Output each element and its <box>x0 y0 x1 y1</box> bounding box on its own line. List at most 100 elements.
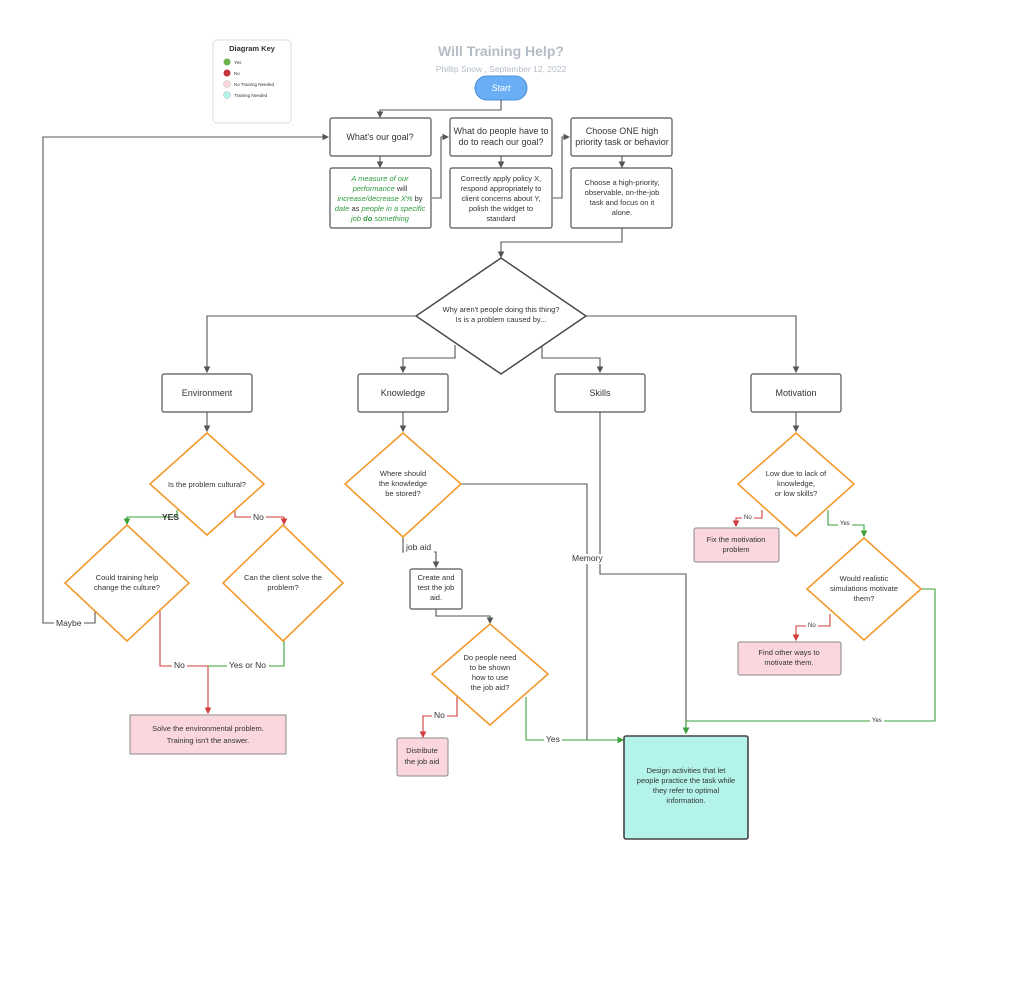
key-yes-label: Yes <box>234 60 242 65</box>
goal-box-text: What's our goal? <box>346 132 413 142</box>
main-question-line-2: Is is a problem caused by... <box>456 315 547 324</box>
design-line-2: people practice the task while <box>637 776 735 785</box>
goal-detail-performance: performance <box>352 184 395 193</box>
environment-label: Environment <box>182 388 233 398</box>
diagram-key: Diagram Key Yes No No Training Needed Tr… <box>212 39 292 124</box>
task-detail-line-2: observable, on-the-job <box>585 188 660 197</box>
culture-training-diamond: Could training help change the culture? <box>63 523 191 643</box>
low-motivation-diamond: Low due to lack of knowledge, or low ski… <box>736 431 856 538</box>
goal-detail-date: date <box>335 204 350 213</box>
key-no-label: No <box>234 71 240 76</box>
motivation-no2-label: No <box>808 623 816 629</box>
svg-text:job do something: job do something <box>350 214 410 223</box>
main-question-line-1: Why aren't people doing this thing? <box>443 305 560 314</box>
people-detail-line-2: respond appropriately to <box>461 184 542 193</box>
people-box-line-2: do to reach our goal? <box>458 137 543 147</box>
knowledge-memory-label: Memory <box>572 553 603 563</box>
other-line-1: Find other ways to <box>758 648 819 657</box>
other-line-2: motivate them. <box>764 658 813 667</box>
shown-job-aid-diamond: Do people need to be shown how to use th… <box>430 622 550 727</box>
key-yes-swatch <box>223 58 231 66</box>
fix-motivation-outcome: Fix the motivation problem <box>693 527 780 563</box>
cultural-question-text: Is the problem cultural? <box>168 480 246 489</box>
task-detail-line-1: Choose a high-priority, <box>585 178 660 187</box>
goal-detail-as: as <box>349 204 361 213</box>
knowledge-store-diamond: Where should the knowledge be stored? <box>343 431 463 539</box>
culture-training-line-1: Could training help <box>96 573 159 582</box>
create-line-1: Create and <box>417 573 454 582</box>
motivation-yes2-label: Yes <box>872 718 882 724</box>
knowledge-no-label: No <box>434 710 445 720</box>
create-job-aid-step: Create and test the job aid. <box>409 568 463 610</box>
task-detail-line-4: alone. <box>612 208 632 217</box>
design-activities-outcome: Design activities that let people practi… <box>623 735 749 840</box>
goal-detail-increase: increase/decrease X% <box>337 194 412 203</box>
motivation-yes-label: Yes <box>840 521 850 527</box>
shown-line-1: Do people need <box>464 653 517 662</box>
knowledge-store-line-3: be stored? <box>385 489 420 498</box>
people-step: What do people have to do to reach our g… <box>449 117 553 157</box>
key-no-training-swatch <box>223 80 231 88</box>
connector-labels: YES No No Yes or No Maybe job aid Memory… <box>54 512 884 744</box>
svg-text:increase/decrease X% by: increase/decrease X% by <box>337 194 422 203</box>
task-step: Choose ONE high priority task or behavio… <box>570 117 673 157</box>
design-line-3: they refer to optimal <box>653 786 720 795</box>
people-detail-line-1: Correctly apply policy X, <box>461 174 541 183</box>
knowledge-store-line-1: Where should <box>380 469 426 478</box>
motivation-category: Motivation <box>750 373 842 413</box>
motivation-no-label: No <box>744 515 752 521</box>
design-line-1: Design activities that let <box>647 766 727 775</box>
client-solve-line-1: Can the client solve the <box>244 573 322 582</box>
create-line-3: aid. <box>430 593 442 602</box>
other-motivation-outcome: Find other ways to motivate them. <box>737 641 842 676</box>
connectors <box>42 100 936 744</box>
task-detail-line-3: task and focus on it <box>590 198 656 207</box>
fix-line-2: problem <box>722 545 749 554</box>
motivation-label: Motivation <box>775 388 816 398</box>
key-title: Diagram Key <box>229 44 276 53</box>
people-detail-line-5: standard <box>486 214 515 223</box>
goal-step: What's our goal? <box>329 117 432 157</box>
people-detail-step: Correctly apply policy X, respond approp… <box>449 167 553 229</box>
simulations-line-3: them? <box>854 594 875 603</box>
shown-line-4: the job aid? <box>471 683 510 692</box>
skills-category: Skills <box>554 373 646 413</box>
env-no2-label: No <box>174 660 185 670</box>
svg-text:performance will: performance will <box>352 184 408 193</box>
goal-detail-line-1: A measure of our <box>350 174 409 183</box>
knowledge-label: Knowledge <box>381 388 426 398</box>
skills-label: Skills <box>589 388 611 398</box>
low-motivation-line-1: Low due to lack of <box>766 469 827 478</box>
knowledge-category: Knowledge <box>357 373 449 413</box>
client-solve-line-2: problem? <box>267 583 298 592</box>
culture-training-line-2: change the culture? <box>94 583 160 592</box>
goal-detail-job: job <box>350 214 363 223</box>
goal-detail-will: will <box>395 184 408 193</box>
low-motivation-line-2: knowledge, <box>777 479 815 488</box>
key-no-swatch <box>223 69 231 77</box>
env-yes-label: YES <box>162 512 179 522</box>
goal-detail-something: something <box>372 214 410 223</box>
env-yes-or-no-label: Yes or No <box>229 660 266 670</box>
people-box-line-1: What do people have to <box>453 126 548 136</box>
people-detail-line-3: client concerns about Y, <box>462 194 541 203</box>
env-maybe-label: Maybe <box>56 618 82 628</box>
page-subtitle: Phillip Snow , September 12, 2022 <box>436 64 567 74</box>
fix-line-1: Fix the motivation <box>707 535 766 544</box>
goal-detail-people: people in a specific <box>360 204 425 213</box>
simulations-diamond: Would realistic simulations motivate the… <box>805 536 923 642</box>
goal-detail-do: do <box>363 214 373 223</box>
distribute-job-aid-outcome: Distribute the job aid <box>396 737 449 777</box>
knowledge-job-aid-label: job aid <box>405 542 431 552</box>
environment-outcome-line-1: Solve the environmental problem. <box>152 724 264 733</box>
client-solve-diamond: Can the client solve the problem? <box>221 523 345 643</box>
shown-line-2: to be shown <box>470 663 510 672</box>
svg-text:date as people in a specific: date as people in a specific <box>335 204 426 213</box>
low-motivation-line-3: or low skills? <box>775 489 818 498</box>
task-box-line-1: Choose ONE high <box>586 126 659 136</box>
env-no-label: No <box>253 512 264 522</box>
key-training-label: Training Needed <box>234 93 268 98</box>
key-training-swatch <box>223 91 231 99</box>
